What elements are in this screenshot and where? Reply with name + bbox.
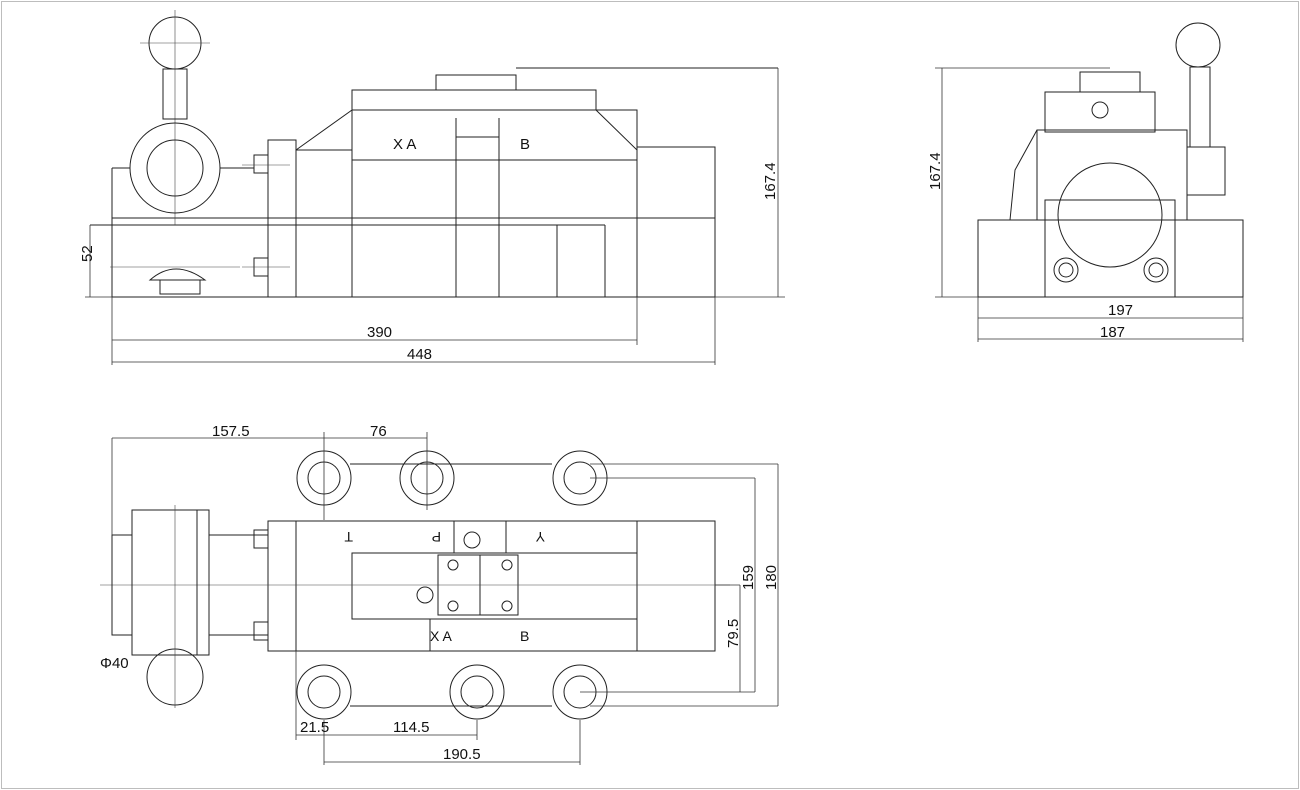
side-view: 167.4 197 187 <box>927 22 1244 342</box>
port-label-xa-top: X A <box>430 628 452 644</box>
dim-79-5: 79.5 <box>725 619 742 648</box>
dim-167-4-side: 167.4 <box>927 152 944 190</box>
dim-21-5: 21.5 <box>300 719 329 736</box>
dim-76: 76 <box>370 423 387 440</box>
port-label-xa: X A <box>393 136 416 153</box>
port-label-t: T <box>344 529 353 545</box>
dim-180: 180 <box>763 565 780 590</box>
dim-157-5: 157.5 <box>212 423 250 440</box>
dim-448: 448 <box>407 346 432 363</box>
dim-187: 187 <box>1100 324 1125 341</box>
port-label-y: Y <box>535 529 545 545</box>
dim-167-4-front: 167.4 <box>762 162 779 200</box>
dim-197: 197 <box>1108 302 1133 319</box>
dim-159: 159 <box>740 565 757 590</box>
top-view: 157.5 76 159 180 79.5 21.5 114.5 190.5 Φ… <box>100 423 780 765</box>
dim-190-5: 190.5 <box>443 746 481 763</box>
port-label-b: B <box>520 136 530 153</box>
dim-114-5: 114.5 <box>393 719 429 736</box>
port-label-p: P <box>432 529 441 545</box>
dim-phi-40: Φ40 <box>100 655 129 672</box>
dim-52: 52 <box>79 245 96 262</box>
port-label-b-top: B <box>520 628 529 644</box>
dim-390: 390 <box>367 324 392 341</box>
front-view: 52 390 448 167.4 X A B <box>79 10 785 365</box>
